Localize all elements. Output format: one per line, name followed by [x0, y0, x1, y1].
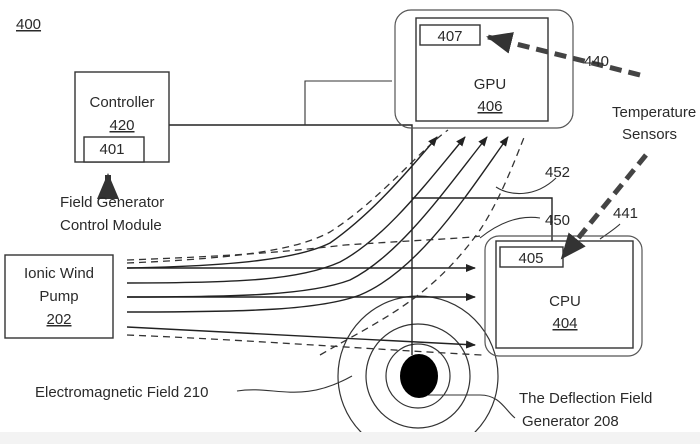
gpu-sensor-box	[419, 24, 481, 46]
cpu-flow-boundary	[126, 235, 481, 261]
leader-lines	[236, 177, 621, 419]
controller-label: Controller	[89, 94, 154, 111]
pump-box	[4, 254, 114, 339]
cpu-sensor-ref: 405	[518, 250, 543, 267]
cpu-ref: 404	[552, 315, 577, 332]
gpu-enclosure	[394, 9, 574, 129]
wire-ref-450: 450	[545, 212, 570, 229]
temperature-sensor-arrow-cpu	[560, 153, 648, 260]
airflow-line	[126, 136, 509, 313]
airflow-boundary-deflected	[319, 134, 526, 356]
control-module-caption-line1: Field Generator	[60, 194, 164, 211]
wire-ref-452: 452	[545, 164, 570, 181]
temperature-sensor-arrow-gpu	[486, 32, 641, 78]
controller-block: Controller 420 401	[74, 71, 170, 163]
pump-label-line1: Ionic Wind	[24, 265, 94, 282]
leader-450	[479, 216, 541, 239]
gpu-sensor-ref: 407	[437, 28, 462, 45]
figure-ref-label: 400	[16, 16, 41, 33]
temperature-sensors-line1: Temperature	[612, 104, 696, 121]
control-module-ref: 401	[99, 141, 124, 158]
diagram-canvas: 400 Controller 420 40	[4, 9, 696, 444]
gpu-ref: 406	[477, 98, 502, 115]
controller-ref: 420	[109, 117, 134, 134]
airflow-line	[126, 136, 466, 284]
gpu-enclosure-ref: 440	[584, 53, 609, 70]
controller-to-gpu-wire	[304, 80, 392, 125]
deflection-generator-line1: The Deflection Field	[519, 390, 652, 407]
controller-to-generator-wire	[145, 124, 413, 355]
airflow-boundary-upper	[126, 129, 449, 264]
wiring	[145, 80, 553, 355]
deflection-generator-line2: Generator 208	[522, 413, 619, 430]
pump-block: Ionic Wind Pump 202	[4, 254, 114, 339]
bottom-margin-band	[0, 432, 700, 444]
cpu-block: 405 CPU 404	[484, 235, 643, 357]
em-ring-inner	[385, 343, 451, 409]
airflow-boundary-lower	[126, 334, 483, 356]
leader-em-field	[236, 375, 353, 393]
airflow-lines	[126, 129, 526, 356]
cpu-label: CPU	[549, 293, 581, 310]
airflow-line	[126, 136, 488, 298]
wire-to-cpu-sensor	[412, 197, 553, 248]
em-ring-middle	[365, 323, 471, 429]
temperature-sensors-line2: Sensors	[622, 126, 677, 143]
control-module-box	[83, 136, 145, 163]
leader-deflection-generator	[424, 394, 516, 419]
cpu-enclosure-ref: 441	[613, 205, 638, 222]
deflection-field-generator	[400, 354, 438, 398]
gpu-block: 407 GPU 406	[394, 9, 574, 129]
leader-441	[599, 223, 621, 240]
em-field-label: Electromagnetic Field 210	[35, 384, 208, 401]
gpu-label: GPU	[474, 76, 507, 93]
airflow-line-straight	[126, 326, 476, 349]
leader-452	[495, 177, 557, 195]
control-module-caption-line2: Control Module	[60, 217, 162, 234]
pump-label-line2: Pump	[39, 288, 78, 305]
pump-ref: 202	[46, 311, 71, 328]
airflow-line	[126, 136, 438, 269]
